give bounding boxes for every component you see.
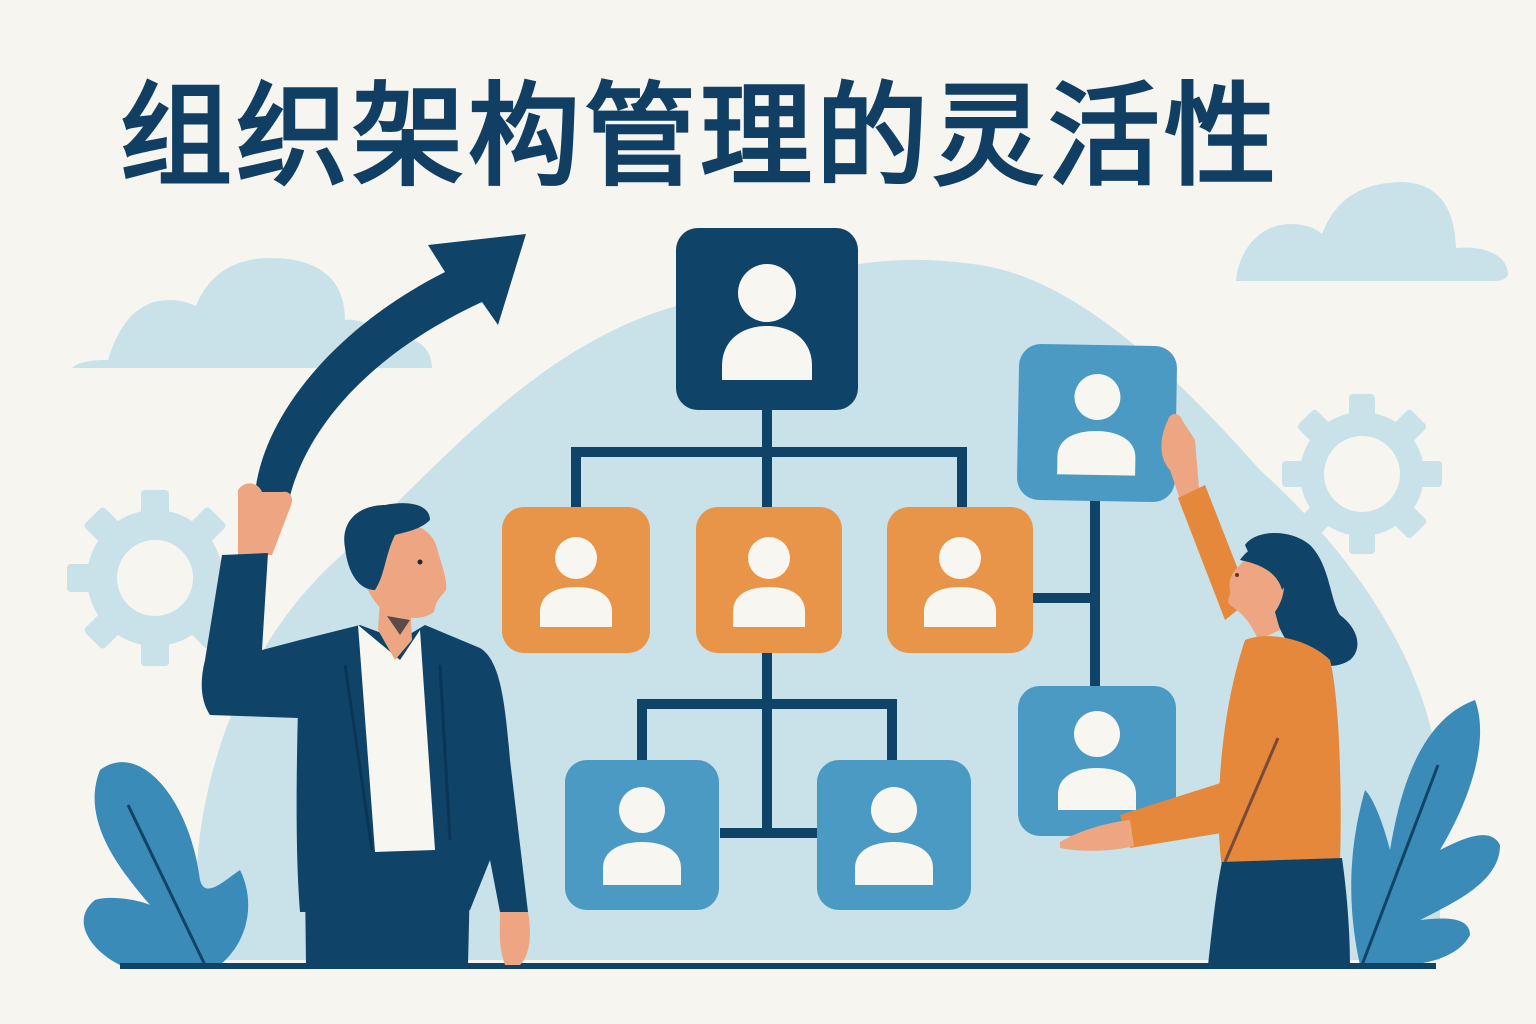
ground-line	[120, 963, 1436, 969]
org-chart-connectors	[571, 410, 1100, 838]
woman-figure	[1060, 414, 1358, 965]
leaf-icon-right	[1351, 700, 1500, 966]
org-node-leader[interactable]	[676, 228, 858, 410]
org-node-moved-member-top[interactable]	[1016, 343, 1178, 503]
arrow-up-right-icon[interactable]	[255, 234, 526, 507]
person-icon	[924, 537, 996, 627]
person-icon	[1058, 711, 1136, 810]
org-node-team-member-2[interactable]	[696, 507, 842, 653]
page-title: 组织架构管理的灵活性	[120, 72, 1280, 202]
gear-icon-right	[1282, 394, 1442, 554]
org-node-sub-member-1[interactable]	[565, 760, 719, 910]
man-figure	[201, 483, 530, 965]
person-icon	[855, 787, 933, 885]
org-node-team-member-1[interactable]	[502, 507, 650, 653]
leaf-icon-left	[83, 762, 249, 966]
person-icon	[540, 537, 612, 627]
cloud-icon-right	[1200, 182, 1508, 281]
person-icon	[603, 787, 681, 885]
person-icon	[733, 537, 805, 627]
org-node-sub-member-2[interactable]	[817, 760, 971, 910]
cloud-icon-left	[72, 258, 432, 368]
man-hand	[238, 483, 292, 555]
person-icon	[1057, 374, 1136, 476]
person-icon	[722, 264, 812, 380]
org-node-team-member-3[interactable]	[887, 507, 1033, 653]
